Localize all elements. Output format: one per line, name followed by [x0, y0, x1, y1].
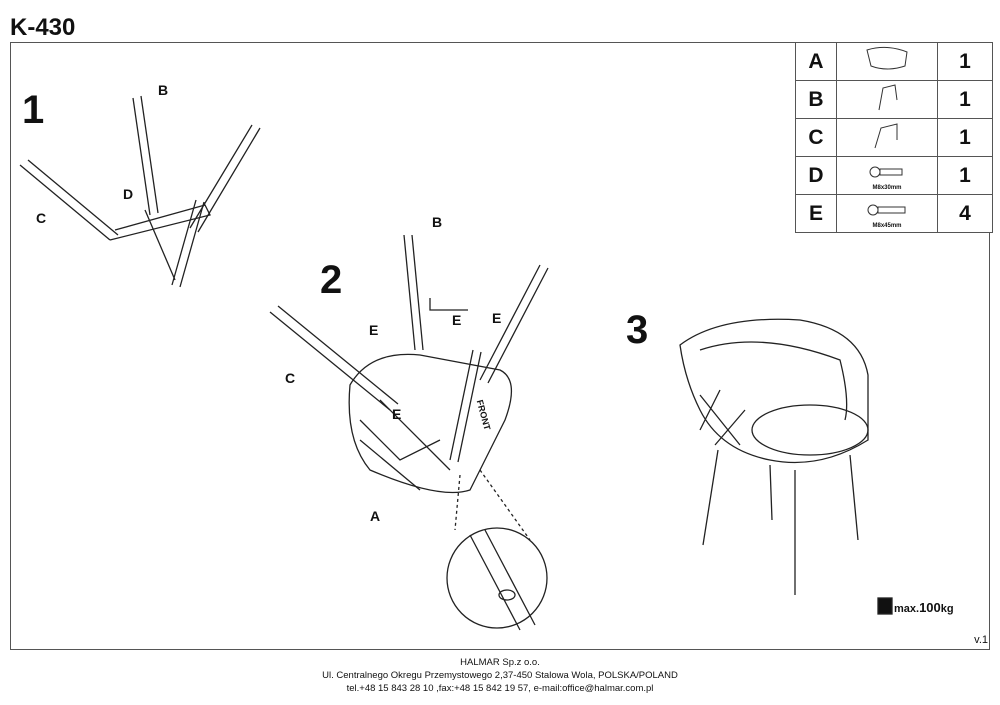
step3-chair — [679, 318, 869, 595]
footer-address: Ul. Centralnego Okregu Przemystowego 2,3… — [322, 670, 678, 681]
footer: HALMAR Sp.z o.o. Ul. Centralnego Okregu … — [0, 656, 1000, 695]
step2-label-e: E — [392, 406, 402, 422]
step1-label-c: C — [36, 210, 47, 226]
instruction-frame — [10, 42, 990, 650]
product-title: K-430 — [10, 14, 76, 41]
version-label: v.1 — [974, 634, 988, 646]
step1-label-d: D — [123, 186, 134, 202]
step-number-1: 1 — [22, 88, 45, 132]
step-number-3: 3 — [626, 308, 649, 352]
step2-label-c: C — [285, 370, 296, 386]
footer-company: HALMAR Sp.z o.o. — [460, 657, 540, 668]
step2-label-e: E — [452, 312, 462, 328]
max-load: max.100kg — [894, 600, 954, 615]
step-number-2: 2 — [320, 258, 343, 302]
footer-contact: tel.+48 15 843 28 10 ,fax:+48 15 842 19 … — [346, 683, 654, 694]
seat-icon — [866, 46, 908, 69]
step1-leg-frame — [19, 95, 261, 288]
step2-label-b: B — [432, 214, 443, 230]
bolt-icon — [869, 166, 903, 177]
step1-label-b: B — [158, 82, 169, 98]
leg-c-icon — [874, 122, 898, 148]
bolt-icon — [867, 204, 906, 215]
step2-chair — [269, 234, 549, 631]
weight-icon — [877, 597, 893, 615]
step2-label-e: E — [492, 310, 502, 326]
step2-label-e: E — [369, 322, 379, 338]
step2-label-a: A — [370, 508, 381, 524]
leg-b-icon — [878, 83, 898, 110]
